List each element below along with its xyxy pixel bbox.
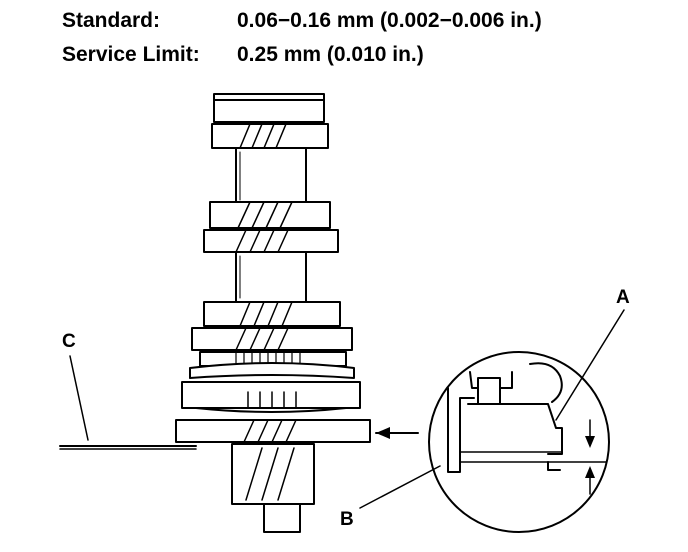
clearance-arrowhead-top [585, 436, 595, 448]
shaft-end [263, 503, 301, 533]
bottom-pinion [231, 443, 315, 505]
pinion-teeth [245, 447, 295, 501]
countershaft-assembly [175, 93, 371, 533]
service-limit-label: Service Limit: [62, 43, 200, 66]
gear-lower-edge [195, 407, 347, 413]
callout-b: B [340, 509, 354, 530]
synchro-hub [191, 327, 353, 351]
lower-gear-dogs [247, 391, 297, 409]
arrow-head [376, 427, 390, 439]
snap-ring [189, 362, 355, 379]
service-limit-value: 0.25 mm (0.010 in.) [237, 43, 424, 66]
second-gear-teeth [237, 201, 293, 229]
middle-shaft-section [235, 251, 307, 303]
third-gear [203, 229, 339, 253]
standard-label: Standard: [62, 9, 161, 32]
thrust-washer [175, 419, 371, 443]
magnified-detail [359, 309, 625, 533]
shaft-top-cap [213, 93, 325, 123]
gear-outline [529, 362, 563, 403]
standard-value: 0.06−0.16 mm (0.002−0.006 in.) [237, 9, 542, 32]
third-gear-teeth [235, 229, 289, 253]
washer-detail [467, 403, 563, 455]
leader-line-a [555, 309, 625, 421]
retainer [477, 377, 501, 405]
washer-hatch [243, 419, 297, 443]
second-gear [209, 201, 331, 229]
large-gear [203, 301, 341, 327]
large-gear-teeth [239, 301, 293, 327]
top-gear-teeth [239, 123, 287, 149]
leader-line-b [359, 465, 441, 509]
hub-splines [235, 327, 289, 351]
ledge-detail [547, 461, 561, 471]
upper-shaft-section [235, 147, 307, 203]
callout-c: C [62, 331, 76, 352]
callout-a: A [616, 287, 630, 308]
standard-spec-row: Standard: 0.06−0.16 mm (0.002−0.006 in.) [62, 8, 662, 34]
detail-arrow [375, 427, 419, 439]
top-gear [211, 123, 329, 149]
service-limit-row: Service Limit: 0.25 mm (0.010 in.) [62, 42, 662, 68]
leader-line-c [69, 355, 89, 441]
feeler-gauge [59, 355, 197, 450]
lower-gear [181, 381, 361, 409]
housing-wall [447, 387, 475, 473]
clearance-arrowhead-bottom [585, 466, 595, 478]
